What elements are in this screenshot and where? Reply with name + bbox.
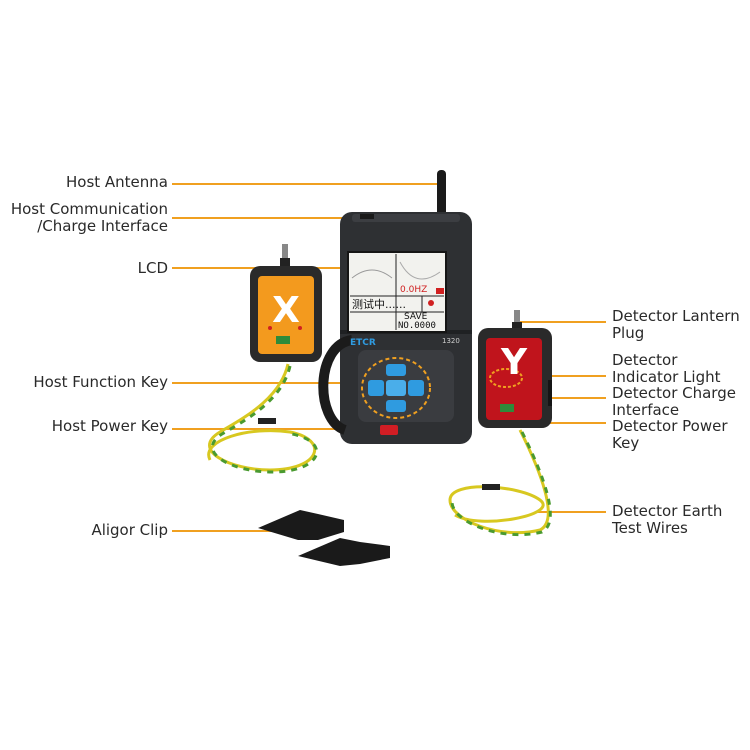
earth-test-wire-right (448, 429, 552, 537)
label-lcd: LCD (138, 260, 168, 277)
label-aligor-clip-text: Aligor Clip (91, 521, 168, 539)
lcd-screen (347, 251, 447, 333)
label-det-power-line2: Key (612, 434, 640, 452)
earth-test-wire-left (207, 363, 319, 474)
host-comm-port (360, 214, 374, 219)
detector-indicator-highlight (489, 368, 523, 388)
label-host-comm-line1: Host Communication (10, 200, 168, 218)
host-power-button[interactable] (380, 425, 398, 435)
aligor-clip (258, 510, 390, 566)
label-detector-power-key: Detector Power Key (612, 418, 727, 452)
label-host-function-key-text: Host Function Key (33, 373, 168, 391)
keypad-down-button[interactable] (386, 400, 406, 412)
label-detector-earth-test-wires: Detector Earth Test Wires (612, 503, 722, 537)
label-host-comm-interface: Host Communication /Charge Interface (11, 201, 168, 235)
detector-right-power-key (500, 404, 514, 412)
label-host-antenna-text: Host Antenna (65, 173, 168, 191)
label-det-power-line1: Detector Power (612, 417, 728, 435)
label-earth-line2: Test Wires (612, 519, 688, 537)
label-host-power-key: Host Power Key (52, 418, 168, 435)
lcd-freq-text: 0.0HZ (400, 285, 427, 295)
label-detector-lantern-plug: Detector Lantern Plug (612, 308, 740, 342)
lcd-save-label: SAVE (404, 312, 428, 322)
detector-left (250, 244, 322, 362)
label-detector-indicator-light: Detector Indicator Light (612, 352, 721, 386)
detector-left-letter: X (272, 290, 300, 331)
label-host-function-key: Host Function Key (33, 374, 168, 391)
label-lantern-line2: Plug (612, 324, 645, 342)
label-host-power-key-text: Host Power Key (51, 417, 168, 435)
keypad-up-button[interactable] (386, 364, 406, 376)
lcd-red-indicator (436, 288, 444, 294)
label-earth-line1: Detector Earth (612, 502, 723, 520)
host-function-key-highlight (361, 357, 431, 419)
host-brand-logo: ETCR (350, 338, 376, 348)
label-detector-charge-interface: Detector Charge Interface (612, 385, 736, 419)
detector-right (478, 310, 552, 428)
label-aligor-clip: Aligor Clip (91, 522, 168, 539)
host-model-number: 1320 (442, 337, 460, 345)
label-host-comm-line2: /Charge Interface (37, 217, 168, 235)
label-lcd-text: LCD (137, 259, 168, 277)
label-charge-line1: Detector Charge (612, 384, 736, 402)
host-keypad (358, 350, 454, 435)
keypad-right-button[interactable] (408, 380, 424, 396)
keypad-center-button[interactable] (386, 380, 406, 396)
label-indicator-line1: Detector (612, 351, 678, 369)
detector-left-power-key (276, 336, 290, 344)
label-charge-line2: Interface (612, 401, 680, 419)
lcd-number: NO.0000 (398, 321, 436, 331)
keypad-left-button[interactable] (368, 380, 384, 396)
lcd-status-text: 测试中...... (352, 298, 406, 311)
detector-right-letter: Y (500, 342, 528, 383)
label-lantern-line1: Detector Lantern (612, 307, 740, 325)
detector-charge-port (548, 380, 552, 406)
label-indicator-line2: Indicator Light (612, 368, 721, 386)
label-host-antenna: Host Antenna (66, 174, 168, 191)
